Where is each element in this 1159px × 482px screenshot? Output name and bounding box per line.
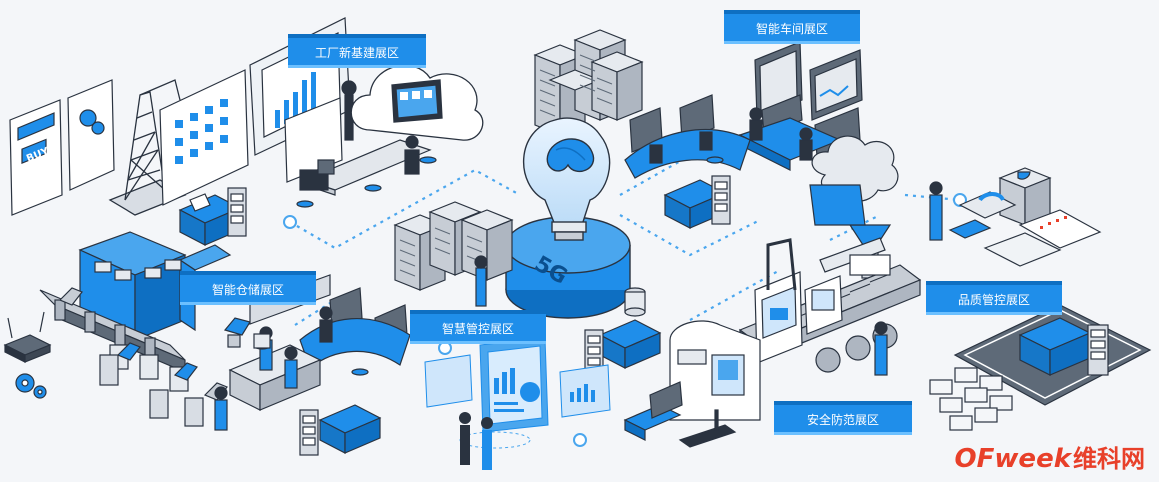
cloud-monitor — [350, 64, 484, 141]
visitors — [459, 412, 493, 470]
billboard-posters — [9, 79, 115, 216]
meeting-area — [284, 80, 437, 208]
watermark-logo: OFweek维科网 — [955, 439, 1145, 474]
security-booth — [623, 320, 761, 448]
router-device — [3, 311, 52, 363]
forklift-truck-2 — [663, 175, 731, 229]
zone-label-smart-warehouse[interactable]: 智能仓储展区 — [180, 271, 316, 305]
server-racks-center — [393, 201, 514, 307]
forklift-truck-4 — [299, 404, 382, 456]
zone-label-factory-infra[interactable]: 工厂新基建展区 — [288, 34, 426, 68]
zone-label-smart-workshop[interactable]: 智能车间展区 — [724, 10, 860, 44]
server-racks-top — [533, 29, 644, 136]
operator-desk — [299, 287, 411, 376]
workshop-area — [624, 41, 863, 179]
5g-hub — [505, 117, 631, 319]
gear-icon — [15, 373, 47, 399]
forklift-truck-1 — [178, 187, 247, 246]
zone-label-smart-control[interactable]: 智慧管控展区 — [410, 310, 546, 344]
warehouse-line — [39, 231, 232, 427]
zone-label-quality-control[interactable]: 品质管控展区 — [926, 281, 1062, 315]
assembly-line — [738, 237, 922, 376]
quality-control-area — [929, 167, 1102, 267]
watermark-chinese: 维科网 — [1073, 445, 1145, 473]
control-display-panels — [424, 337, 611, 449]
watermark-latin: OFweek — [954, 444, 1071, 474]
zone-label-safety-security[interactable]: 安全防范展区 — [774, 401, 912, 435]
loading-dock — [929, 304, 1152, 431]
forklift-truck-3 — [584, 287, 662, 376]
